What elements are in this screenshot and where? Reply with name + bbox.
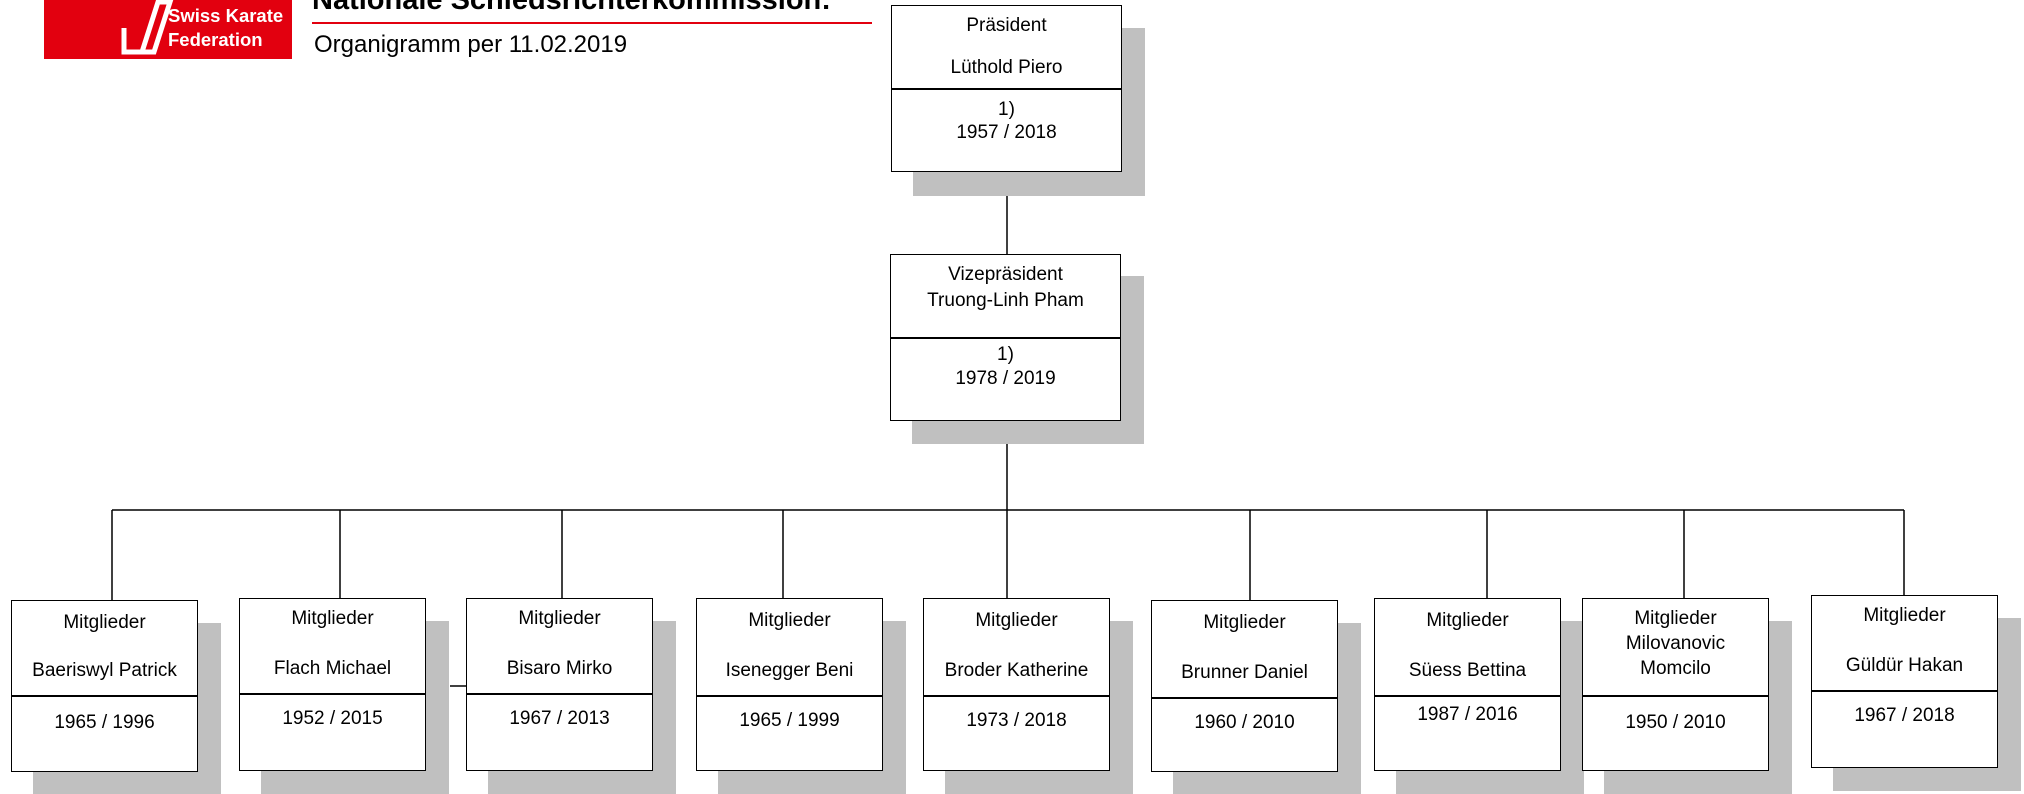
- box-divider: [1152, 697, 1337, 699]
- box-divider: [1583, 695, 1768, 697]
- box-divider: [1375, 695, 1560, 697]
- member-name: Flach Michael: [273, 658, 392, 679]
- member-years: 1967 / 2013: [509, 708, 610, 729]
- member-role: Mitglieder: [1634, 608, 1717, 629]
- box-divider: [891, 337, 1120, 339]
- member-box: Mitglieder Broder Katherine 1973 / 2018: [923, 598, 1110, 771]
- box-divider: [924, 695, 1109, 697]
- member-name-line-1: Milovanovic: [1625, 633, 1726, 654]
- member-years: 1973 / 2018: [966, 710, 1067, 731]
- member-role: Mitglieder: [1203, 612, 1286, 633]
- member-name: Bisaro Mirko: [506, 658, 613, 679]
- member-years: 1987 / 2016: [1417, 704, 1518, 725]
- member-years: 1965 / 1999: [739, 710, 840, 731]
- member-years: 1950 / 2010: [1625, 712, 1726, 733]
- page-title: Nationale Schiedsrichterkommission:: [312, 0, 831, 16]
- vice-president-box: Vizepräsident Truong-Linh Pham 1) 1978 /…: [890, 254, 1121, 421]
- president-box: Präsident Lüthold Piero 1) 1957 / 2018: [891, 5, 1122, 172]
- member-role: Mitglieder: [1863, 605, 1946, 626]
- box-divider: [12, 695, 197, 697]
- box-divider: [467, 693, 652, 695]
- box-divider: [240, 693, 425, 695]
- title-divider: [312, 22, 872, 24]
- member-role: Mitglieder: [63, 612, 146, 633]
- member-name: Süess Bettina: [1408, 660, 1527, 681]
- member-box: Mitglieder Süess Bettina 1987 / 2016: [1374, 598, 1561, 771]
- vice-president-years: 1978 / 2019: [955, 368, 1056, 389]
- member-years: 1967 / 2018: [1854, 705, 1955, 726]
- president-note: 1): [998, 99, 1015, 120]
- president-name: Lüthold Piero: [950, 57, 1063, 78]
- karate-emblem-icon: [121, 0, 174, 55]
- vice-president-name: Truong-Linh Pham: [927, 290, 1084, 311]
- member-role: Mitglieder: [518, 608, 601, 629]
- member-years: 1952 / 2015: [282, 708, 383, 729]
- box-divider: [892, 88, 1121, 90]
- page-subtitle: Organigramm per 11.02.2019: [314, 31, 628, 58]
- box-divider: [1812, 690, 1997, 692]
- member-role: Mitglieder: [748, 610, 831, 631]
- federation-logo: Swiss Karate Federation: [44, 0, 292, 59]
- member-box: Mitglieder Güldür Hakan 1967 / 2018: [1811, 595, 1998, 768]
- logo-text-line-2: Federation: [168, 29, 263, 50]
- member-role: Mitglieder: [975, 610, 1058, 631]
- member-name-line-2: Momcilo: [1640, 658, 1711, 679]
- member-box: Mitglieder Brunner Daniel 1960 / 2010: [1151, 600, 1338, 772]
- vice-president-note: 1): [997, 344, 1014, 365]
- member-name: Isenegger Beni: [725, 660, 854, 681]
- member-name: Broder Katherine: [944, 660, 1089, 681]
- member-name: Brunner Daniel: [1181, 662, 1308, 683]
- box-divider: [697, 695, 882, 697]
- president-role: Präsident: [966, 15, 1047, 36]
- member-box: Mitglieder Flach Michael 1952 / 2015: [239, 598, 426, 771]
- member-name: Güldür Hakan: [1845, 655, 1964, 676]
- member-box: Mitglieder Baeriswyl Patrick 1965 / 1996: [11, 600, 198, 772]
- member-box: Mitglieder Isenegger Beni 1965 / 1999: [696, 598, 883, 771]
- logo-text-line-1: Swiss Karate: [168, 5, 284, 26]
- member-box: Mitglieder Milovanovic Momcilo 1950 / 20…: [1582, 598, 1769, 771]
- member-years: 1960 / 2010: [1194, 712, 1295, 733]
- member-box: Mitglieder Bisaro Mirko 1967 / 2013: [466, 598, 653, 771]
- member-role: Mitglieder: [291, 608, 374, 629]
- member-role: Mitglieder: [1426, 610, 1509, 631]
- vice-president-role: Vizepräsident: [948, 264, 1063, 285]
- president-years: 1957 / 2018: [956, 122, 1057, 143]
- member-years: 1965 / 1996: [54, 712, 155, 733]
- member-name: Baeriswyl Patrick: [32, 660, 177, 681]
